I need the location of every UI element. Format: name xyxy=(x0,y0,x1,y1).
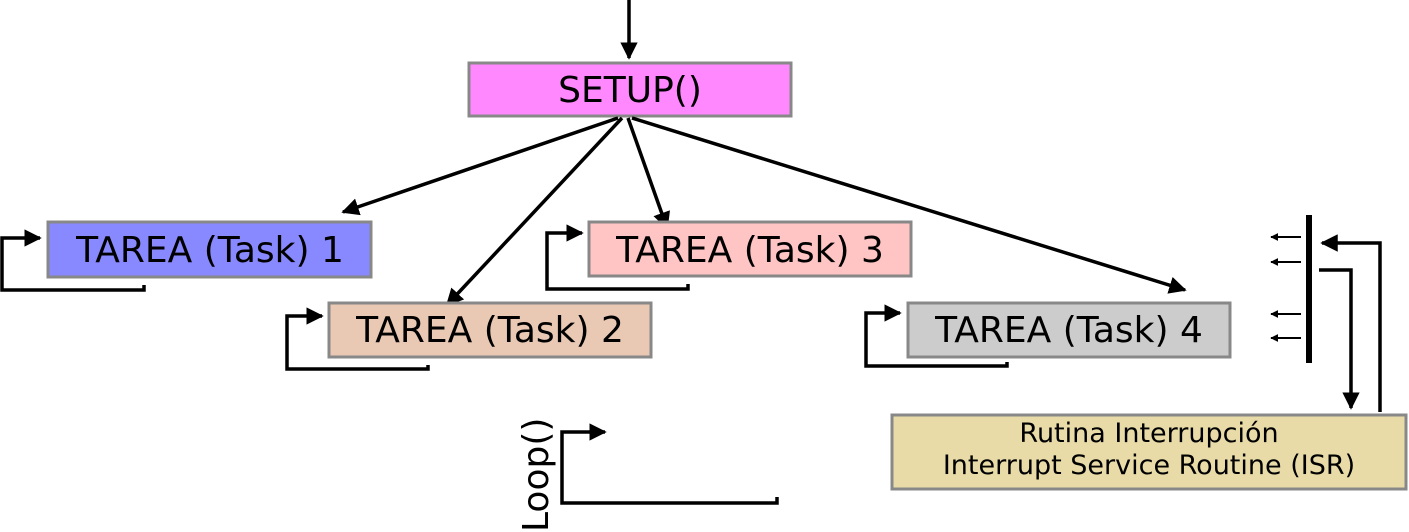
task-2-box: TAREA (Task) 2 xyxy=(327,301,653,359)
isr-fill xyxy=(890,413,1408,491)
setup-to-task2-arrow xyxy=(445,116,624,307)
setup-to-task3-arrow xyxy=(626,117,670,230)
bus-to-isr-arrow xyxy=(1319,268,1360,410)
isr-return-arrow xyxy=(1320,234,1382,412)
task-2-loop-arrow xyxy=(285,307,430,371)
loop-label: Loop() xyxy=(516,418,557,532)
task-4-label: TAREA (Task) 4 xyxy=(934,310,1203,351)
task-2-label: TAREA (Task) 2 xyxy=(355,310,624,351)
task-3-fill xyxy=(587,220,913,278)
task-4-loop-arrow xyxy=(864,304,1009,368)
setup-label: SETUP() xyxy=(558,70,702,111)
task-3-loop-arrow xyxy=(545,224,690,291)
loop-legend-arrow xyxy=(560,423,779,505)
task-3-label: TAREA (Task) 3 xyxy=(615,230,884,271)
setup-box-fill xyxy=(467,61,793,118)
isr-label-line-2: Interrupt Service Routine (ISR) xyxy=(943,450,1355,481)
setup-to-task1-arrow xyxy=(341,116,619,216)
task-4-box: TAREA (Task) 4 xyxy=(906,301,1232,359)
task-1-label: TAREA (Task) 1 xyxy=(75,230,344,271)
task-3-box: TAREA (Task) 3 xyxy=(587,220,913,278)
isr-label-line-1: Rutina Interrupción xyxy=(1019,418,1278,449)
setup-to-task4-arrow xyxy=(631,116,1187,294)
task-1-fill xyxy=(46,220,373,279)
task-1-box: TAREA (Task) 1 xyxy=(46,220,373,279)
task-1-loop-arrow xyxy=(0,229,146,292)
task-4-fill xyxy=(906,301,1232,359)
isr-box: Rutina Interrupción Interrupt Service Ro… xyxy=(890,413,1408,491)
task-2-fill xyxy=(327,301,653,359)
setup-box: SETUP() xyxy=(467,61,793,118)
